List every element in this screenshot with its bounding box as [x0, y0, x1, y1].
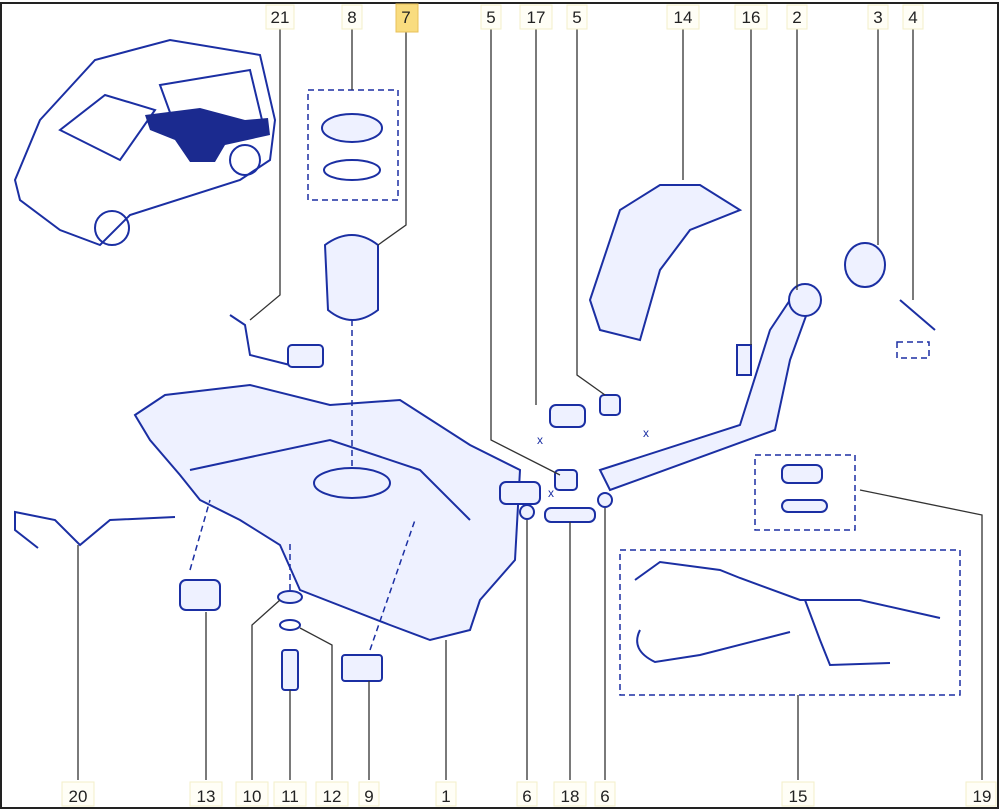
- marker-x: x: [548, 486, 554, 500]
- hose-18: [544, 507, 596, 523]
- callout-15[interactable]: 15: [781, 781, 815, 807]
- callout-2[interactable]: 2: [786, 4, 808, 30]
- callout-8[interactable]: 8: [341, 4, 363, 30]
- callout-11[interactable]: 11: [273, 781, 307, 807]
- fuel-pump-module: [323, 234, 379, 321]
- svg-text:21: 21: [271, 8, 290, 27]
- callout-labels-bottom: 20 13 10 11 12 9 1 6 18 6 15 19: [61, 781, 997, 807]
- seal-kit-group: [307, 89, 399, 201]
- filler-cap-housing: [844, 242, 886, 288]
- callout-6b[interactable]: 6: [594, 781, 616, 807]
- clip-6b: [597, 492, 613, 508]
- svg-text:11: 11: [281, 787, 299, 806]
- callout-13[interactable]: 13: [189, 781, 223, 807]
- svg-text:3: 3: [873, 8, 882, 27]
- svg-text:6: 6: [522, 787, 531, 806]
- vent-pipe: [14, 510, 176, 549]
- callout-5b[interactable]: 5: [566, 4, 588, 30]
- clamp-5: [599, 394, 621, 416]
- vehicle-illustration: [13, 38, 277, 247]
- callout-16[interactable]: 16: [734, 4, 768, 30]
- clip-6: [519, 504, 535, 520]
- svg-text:7: 7: [401, 8, 410, 27]
- svg-text:12: 12: [323, 787, 342, 806]
- callout-5[interactable]: 5: [480, 4, 502, 30]
- svg-text:18: 18: [561, 787, 580, 806]
- svg-text:5: 5: [486, 8, 495, 27]
- svg-text:20: 20: [69, 787, 88, 806]
- fuel-pipe: [634, 560, 941, 619]
- clamp-5b: [554, 469, 578, 491]
- leader-lines: [77, 28, 983, 780]
- washer: [277, 590, 303, 604]
- spring-washer: [279, 619, 301, 631]
- bolt-11: [281, 649, 299, 691]
- fuel-tank: [133, 383, 522, 642]
- svg-text:14: 14: [674, 8, 693, 27]
- return-pipe: [636, 599, 891, 667]
- svg-text:16: 16: [742, 8, 761, 27]
- marker-x: x: [643, 426, 649, 440]
- svg-text:17: 17: [527, 8, 546, 27]
- callout-18[interactable]: 18: [553, 781, 587, 807]
- svg-text:9: 9: [364, 787, 373, 806]
- svg-text:6: 6: [600, 787, 609, 806]
- callout-19[interactable]: 19: [965, 781, 997, 807]
- callout-4[interactable]: 4: [902, 4, 924, 30]
- callout-6[interactable]: 6: [516, 781, 538, 807]
- svg-text:8: 8: [347, 8, 356, 27]
- callout-21[interactable]: 21: [265, 4, 295, 30]
- svg-text:15: 15: [789, 787, 808, 806]
- svg-text:4: 4: [908, 8, 917, 27]
- callout-10[interactable]: 10: [235, 781, 269, 807]
- svg-text:19: 19: [973, 787, 992, 806]
- callout-9[interactable]: 9: [358, 781, 380, 807]
- callout-20[interactable]: 20: [61, 781, 95, 807]
- svg-text:2: 2: [792, 8, 801, 27]
- screw: [899, 299, 936, 331]
- callout-17[interactable]: 17: [519, 4, 553, 30]
- callout-1[interactable]: 1: [435, 781, 457, 807]
- lock-ring: [321, 113, 383, 143]
- fuel-pipes-group: [619, 549, 961, 696]
- marker-x: x: [537, 433, 543, 447]
- sensor-wire: [229, 314, 291, 366]
- sensor: [287, 344, 324, 368]
- callout-labels-top: 21 8 7 5 17 5 14 16 2 3 4: [265, 3, 924, 33]
- o-ring-seal: [323, 159, 381, 181]
- svg-text:1: 1: [441, 787, 450, 806]
- pad: [341, 654, 383, 682]
- bolt: [736, 344, 752, 376]
- hose-17: [549, 404, 586, 428]
- heat-shield: [588, 184, 743, 342]
- svg-text:5: 5: [572, 8, 581, 27]
- svg-text:13: 13: [197, 787, 216, 806]
- callout-7-highlighted[interactable]: 7: [395, 3, 419, 33]
- svg-text:10: 10: [243, 787, 262, 806]
- hose-kit-group: [754, 454, 856, 531]
- fuel-filter: [179, 579, 221, 611]
- callout-12[interactable]: 12: [315, 781, 349, 807]
- callout-3[interactable]: 3: [867, 4, 889, 30]
- callout-14[interactable]: 14: [666, 4, 700, 30]
